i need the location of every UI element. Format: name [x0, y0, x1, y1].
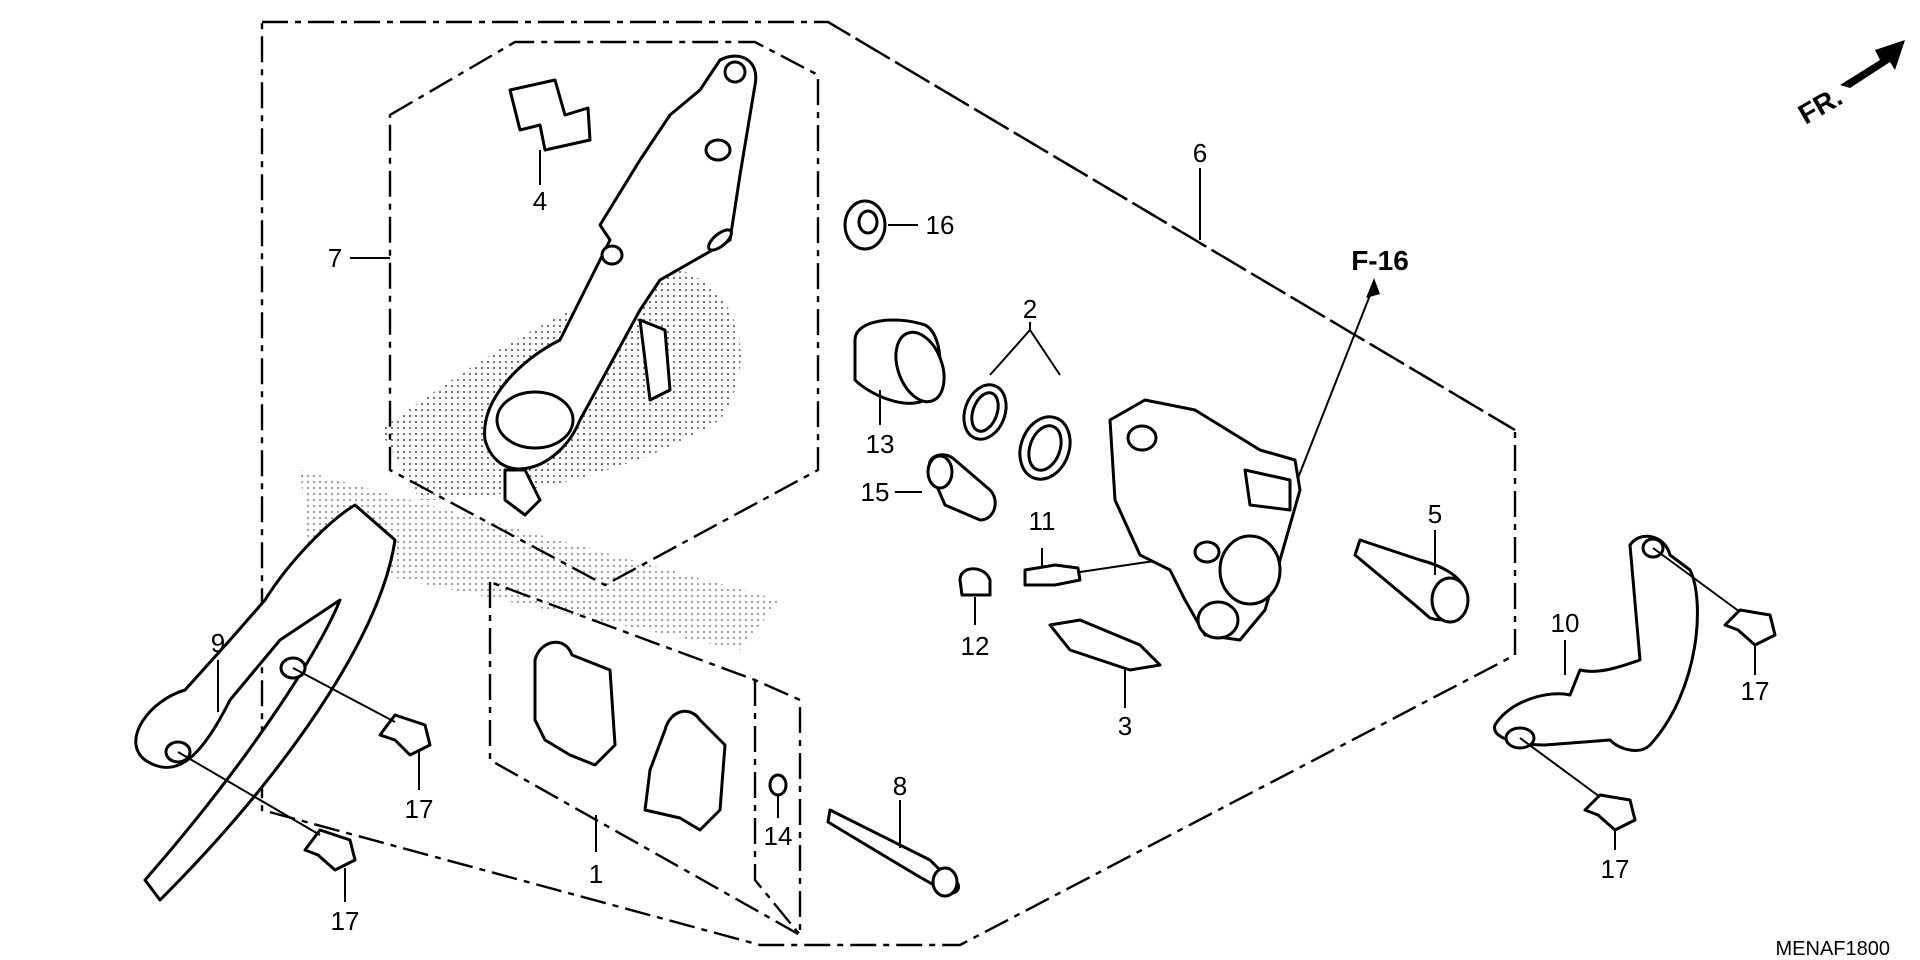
label-part-9: 9: [211, 628, 225, 658]
label-part-17-d: 17: [1601, 854, 1630, 884]
label-part-3: 3: [1118, 711, 1132, 741]
outline-caliper-assembly-right: [827, 20, 1516, 432]
hose-guide: [1493, 534, 1699, 752]
label-part-5: 5: [1428, 499, 1442, 529]
diagram-code: MENAF1800: [1776, 938, 1891, 960]
piston-seals: [962, 322, 1072, 481]
label-part-17-a: 17: [405, 794, 434, 824]
label-part-16: 16: [926, 210, 955, 240]
flange-bolt-b: [177, 751, 357, 902]
outline-pin-kit: [753, 680, 801, 936]
label-part-8: 8: [893, 771, 907, 801]
caliper-body: [1108, 168, 1302, 642]
flange-bolt-c: [1652, 547, 1777, 675]
label-part-1: 1: [589, 859, 603, 889]
pin-bolt: [1353, 530, 1470, 624]
flange-bolt-a: [292, 667, 432, 790]
label-part-11: 11: [1029, 506, 1056, 536]
brake-pads: [533, 640, 727, 852]
front-direction-label: FR.: [1793, 81, 1848, 130]
pad-pin: [826, 800, 960, 898]
label-part-12: 12: [961, 631, 990, 661]
bleeder-cap: [958, 567, 992, 625]
label-part-2: 2: [1023, 294, 1037, 324]
label-part-17-c: 17: [1741, 676, 1770, 706]
front-direction-arrow: [1840, 40, 1905, 88]
sleeve: [895, 453, 997, 522]
piston: [853, 318, 946, 425]
outline-bracket-kit: [388, 40, 820, 587]
assembly-outlines: [260, 20, 1517, 947]
label-part-15: 15: [861, 477, 890, 507]
pad-spring: [508, 78, 592, 185]
outline-caliper-assembly: [260, 20, 1517, 947]
reference-label: F-16: [1351, 245, 1409, 276]
label-part-13: 13: [866, 429, 895, 459]
disc-guard: [134, 503, 397, 902]
label-part-10: 10: [1551, 608, 1580, 638]
label-part-6: 6: [1193, 138, 1207, 168]
label-part-7: 7: [328, 243, 342, 273]
label-part-4: 4: [533, 186, 547, 216]
label-part-17-b: 17: [331, 906, 360, 936]
pad-retainer: [1048, 618, 1162, 708]
boot: [843, 199, 918, 251]
reference-arrow: [1297, 278, 1380, 479]
washer: [768, 773, 788, 818]
outline-pad-set: [488, 580, 802, 938]
label-part-14: 14: [764, 821, 793, 851]
flange-bolt-d: [1519, 737, 1637, 850]
caliper-bracket: [350, 54, 758, 517]
